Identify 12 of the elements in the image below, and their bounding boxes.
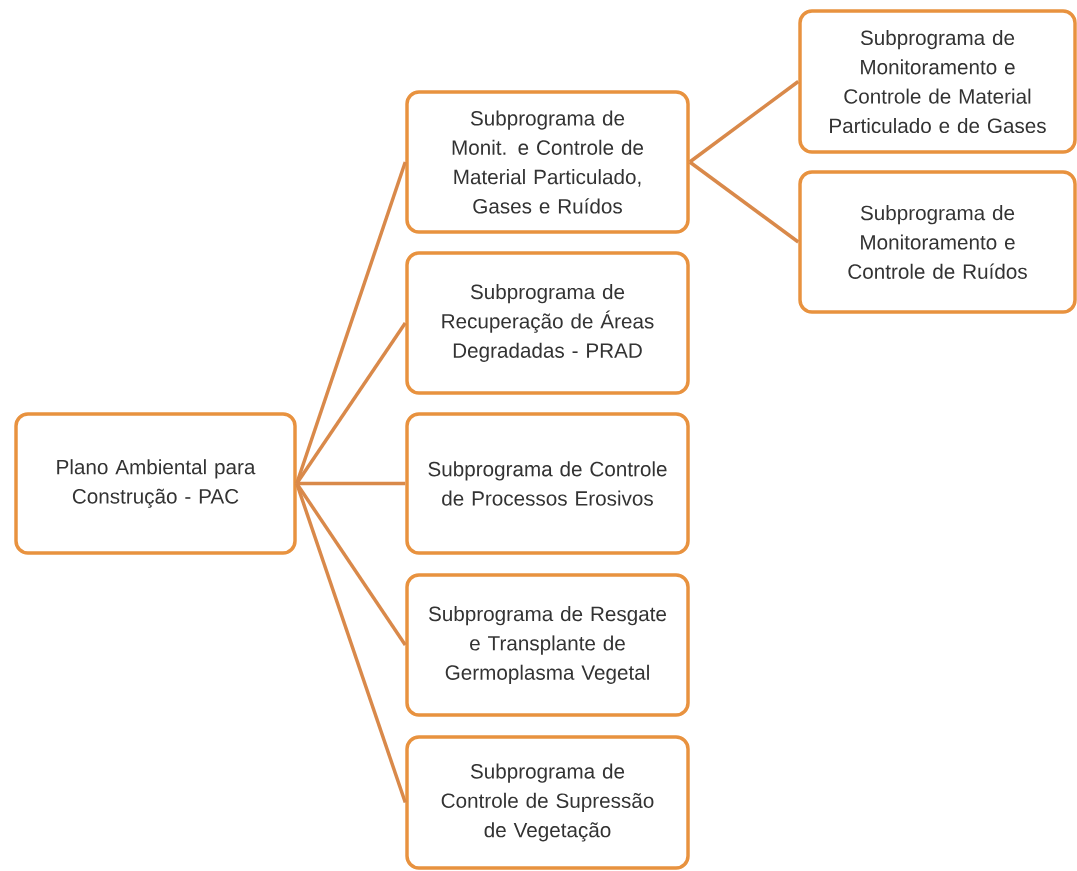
- process-box: Subprograma de Controle de Processos Erosivos: [405, 412, 690, 555]
- process-box: Subprograma de Resgate e Transplante de Germoplasma Vegetal: [405, 573, 690, 717]
- process-box: Subprograma de Controle de Supressão de Vegetação: [405, 735, 690, 870]
- process-box: Subprograma de Monitoramento e Controle de Material Particulado e de Gases: [798, 9, 1077, 154]
- connector-line: [295, 482, 407, 804]
- connector-line: [296, 481, 406, 486]
- connector-line: [688, 80, 800, 164]
- process-box: Subprograma de Recuperação de Áreas Degradadas - PRAD: [405, 251, 690, 395]
- process-box: Subprograma de Monitoramento e Controle de Ruídos: [798, 170, 1077, 314]
- process-box: Plano Ambiental para Construção - PAC: [14, 412, 297, 555]
- connector-line: [688, 160, 800, 244]
- process-box: Subprograma de Monit. e Controle de Material Particulado, Gases e Ruídos: [405, 90, 690, 234]
